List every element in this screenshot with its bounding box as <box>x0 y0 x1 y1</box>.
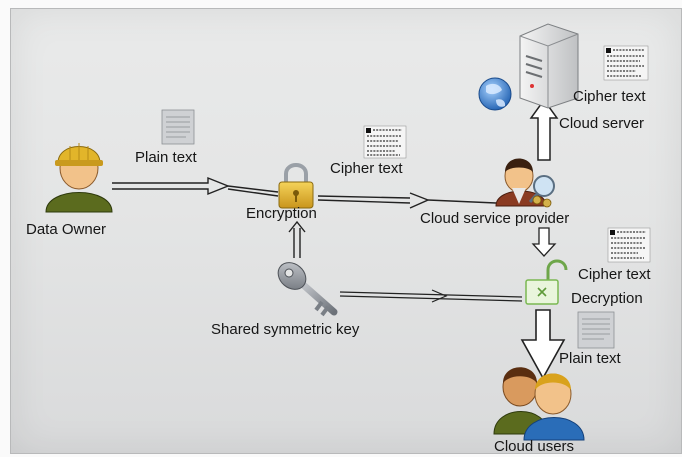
data-owner-icon <box>45 143 113 213</box>
arrow-decryption-to-users <box>520 309 566 380</box>
shared-key-icon <box>277 262 338 317</box>
cipher-text-document-icon <box>603 45 649 81</box>
encryption-lock-icon <box>278 163 314 209</box>
arrow-provider-to-server <box>529 98 559 161</box>
cipher-text-label: Cipher text <box>330 160 403 177</box>
data-owner-label: Data Owner <box>26 221 107 238</box>
cipher-text-label: Cipher text <box>573 88 646 105</box>
arrow-key-to-encryption <box>288 220 306 258</box>
globe-icon <box>478 77 512 111</box>
decryption-label: Decryption <box>571 290 643 307</box>
cloud-server-label: Cloud server <box>559 115 645 132</box>
cloud-server-icon <box>519 23 579 109</box>
cipher-text-document-icon <box>607 227 651 263</box>
shared-symmetric-key-label: Shared symmetric key <box>211 321 360 338</box>
cloud-users-label: Cloud users <box>494 438 575 455</box>
cipher-text-label: Cipher text <box>578 266 651 283</box>
plain-text-label: Plain text <box>559 350 621 367</box>
cloud-users-icon <box>493 367 585 441</box>
arrow-provider-to-decryption <box>531 227 557 257</box>
cipher-text-document-icon <box>363 125 407 159</box>
plain-text-document-icon <box>577 311 615 349</box>
decryption-lock-icon <box>525 259 568 305</box>
cloud-service-provider-label: Cloud service provider <box>420 210 570 227</box>
cloud-service-provider-icon <box>495 158 555 208</box>
plain-text-label: Plain text <box>135 149 197 166</box>
plain-text-document-icon <box>161 109 195 145</box>
arrow-owner-to-encryption <box>112 176 279 197</box>
arrow-key-to-decryption <box>339 289 523 303</box>
encryption-label: Encryption <box>246 205 317 222</box>
arrow-encryption-to-provider <box>317 192 497 209</box>
